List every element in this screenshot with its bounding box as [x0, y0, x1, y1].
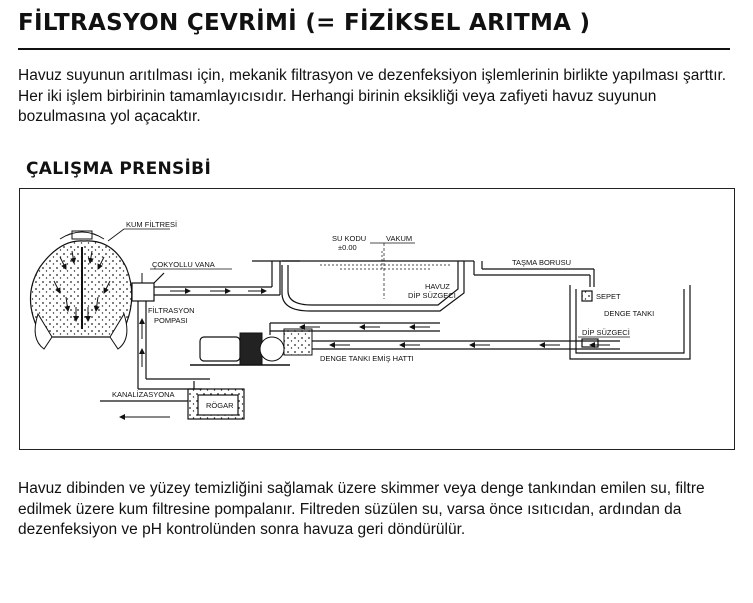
diagram-svg: KUM FİLTRESİ ÇOKYOLLU VANA: [29, 220, 691, 420]
section-title: ÇALIŞMA PRENSİBİ: [26, 159, 212, 179]
label-sepet: SEPET: [596, 292, 621, 301]
label-vakum: VAKUM: [386, 234, 412, 243]
pool: [281, 260, 465, 312]
main-drain-line: [269, 322, 440, 335]
label-denge-tanki: DENGE TANKI: [604, 309, 654, 318]
manhole: [187, 388, 245, 420]
label-cokyollu-vana: ÇOKYOLLU VANA: [152, 260, 215, 269]
label-rogar: RÖGAR: [206, 401, 234, 410]
balance-tank: [569, 285, 691, 360]
title-underline: [18, 48, 730, 50]
closing-paragraph: Havuz dibinden ve yüzey temizliğini sağl…: [18, 480, 705, 538]
label-filtrasyon: FİLTRASYON: [148, 306, 195, 315]
label-havuz: HAVUZ: [425, 282, 450, 291]
filtration-diagram: KUM FİLTRESİ ÇOKYOLLU VANA: [19, 188, 735, 450]
label-kanalizasyona: KANALİZASYONA: [112, 390, 175, 399]
sand-filter: [29, 228, 133, 350]
multiport-valve: [131, 272, 165, 302]
label-tasma-borusu: TAŞMA BORUSU: [512, 258, 571, 267]
label-su-kodu: SU KODU: [332, 234, 366, 243]
page-title: FİLTRASYON ÇEVRİMİ (= FİZİKSEL ARITMA ): [18, 10, 591, 36]
balance-tank-suction-line: [312, 340, 620, 350]
label-havuz-dip-suzgeci: DİP SÜZGECİ: [408, 291, 456, 300]
label-kum-filtresi: KUM FİLTRESİ: [126, 220, 177, 229]
label-pompasi: POMPASI: [154, 316, 188, 325]
intro-paragraph: Havuz suyunun arıtılması için, mekanik f…: [18, 67, 727, 125]
label-dip-suzgeci: DİP SÜZGECİ: [582, 328, 630, 337]
label-denge-tanki-emis-hatti: DENGE TANKI EMİŞ HATTI: [320, 354, 414, 363]
label-su-kodu-value: ±0.00: [338, 243, 357, 252]
filtration-pump: [190, 328, 313, 366]
overflow-pipe: [464, 260, 595, 287]
